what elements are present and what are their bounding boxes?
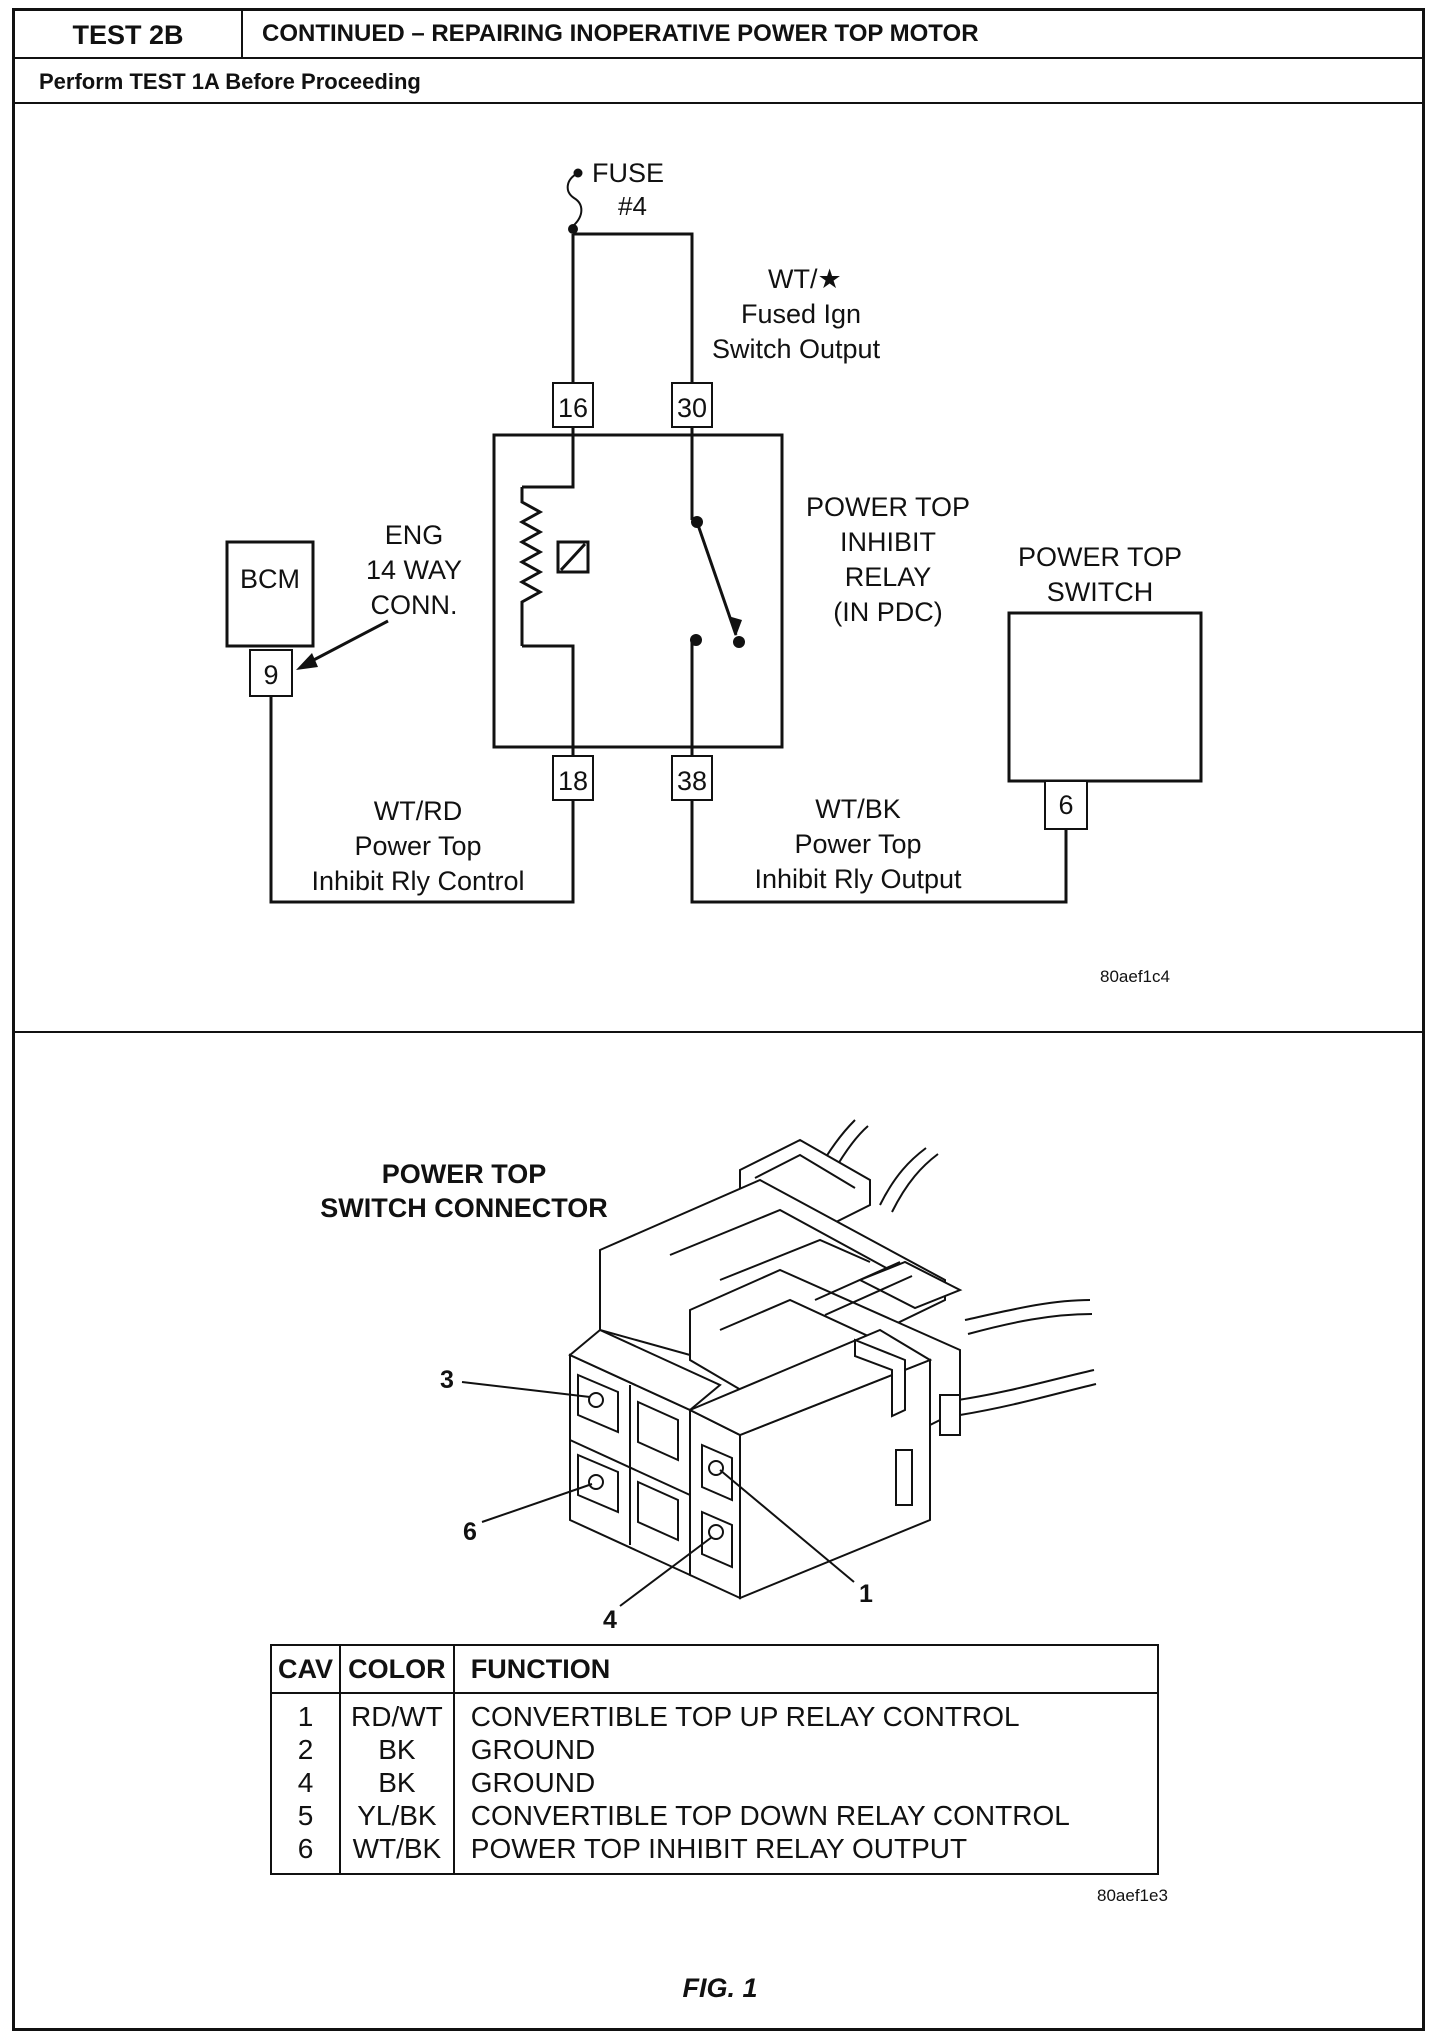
wire-wt-bk — [690, 800, 1068, 904]
pin-18-box — [552, 755, 594, 801]
wire-top-line2: Fused Ign — [741, 299, 861, 329]
callout-4-leader — [619, 1536, 713, 1607]
callout-6-leader — [481, 1483, 593, 1523]
conn-arrow — [305, 619, 389, 666]
cell-cav: 5 — [297, 1800, 314, 1831]
header-color: COLOR — [339, 1645, 454, 1694]
relay-label-4: (IN PDC) — [833, 597, 943, 627]
wire-left-line3: Inhibit Rly Control — [311, 866, 524, 896]
relay-box — [492, 433, 784, 749]
cell-cav: 4 — [297, 1767, 314, 1798]
callout-3-leader — [461, 1381, 591, 1398]
connector-illustration — [568, 1119, 1097, 1600]
wire-left-line2: Power Top — [354, 831, 481, 861]
wire-right-line2: Power Top — [794, 829, 921, 859]
subheader: Perform TEST 1A Before Proceeding — [15, 59, 1422, 104]
cell-function: CONVERTIBLE TOP DOWN RELAY CONTROL — [452, 1799, 1158, 1832]
cell-color: WT/BK — [339, 1832, 454, 1874]
callout-1-leader — [719, 1469, 855, 1583]
connector-title-2: SWITCH CONNECTOR — [320, 1193, 608, 1223]
relay-label-3: RELAY — [845, 562, 932, 592]
wire-top-color: WT/★ — [768, 264, 842, 294]
relay-label-2: INHIBIT — [840, 527, 936, 557]
header-cav: CAV — [271, 1645, 341, 1694]
switch-pin-label: 6 — [1058, 790, 1073, 820]
table-row: 6 WT/BK POWER TOP INHIBIT RELAY OUTPUT — [271, 1832, 1158, 1874]
test-label: TEST 2B — [15, 11, 243, 57]
bcm-pin-label: 9 — [263, 660, 278, 690]
cell-function: GROUND — [452, 1733, 1158, 1766]
conn-label-3: CONN. — [371, 590, 458, 620]
wire-left-color: WT/RD — [374, 796, 462, 826]
callout-4: 4 — [603, 1606, 617, 1634]
table-row: 5 YL/BK CONVERTIBLE TOP DOWN RELAY CONTR… — [271, 1799, 1158, 1832]
header-title: CONTINUED – REPAIRING INOPERATIVE POWER … — [262, 20, 979, 47]
figure-caption: FIG. 1 — [682, 1973, 758, 2003]
pin-16-box — [552, 382, 594, 428]
callout-3: 3 — [440, 1366, 454, 1394]
table-row: 2 BK GROUND — [271, 1733, 1158, 1766]
wire-fuse-to-30 — [573, 232, 694, 383]
bcm-pin-box — [249, 649, 293, 697]
wire-right-color: WT/BK — [815, 794, 901, 824]
power-top-switch-box — [1007, 611, 1203, 783]
subheader-text: Perform TEST 1A Before Proceeding — [39, 69, 421, 94]
relay-switch-contacts — [690, 435, 745, 747]
callout-1: 1 — [859, 1580, 873, 1608]
cell-color: RD/WT — [339, 1693, 454, 1733]
pin-16-label: 16 — [558, 393, 588, 423]
header-function: FUNCTION — [452, 1645, 1158, 1694]
cell-cav: 2 — [297, 1734, 314, 1765]
cell-color: BK — [339, 1733, 454, 1766]
cell-function: POWER TOP INHIBIT RELAY OUTPUT — [452, 1832, 1158, 1874]
pin-30-label: 30 — [677, 393, 707, 423]
callout-6: 6 — [463, 1518, 477, 1546]
pinout-table: CAV COLOR FUNCTION 1 RD/WT CONVERTIBLE T… — [270, 1644, 1159, 1875]
wire-wt-rd — [269, 696, 575, 904]
cell-color: YL/BK — [339, 1799, 454, 1832]
section-divider — [15, 1031, 1422, 1033]
pin-18-label: 18 — [558, 766, 588, 796]
relay-coil — [518, 435, 590, 747]
fuse-label: FUSE — [592, 158, 664, 188]
bcm-box — [225, 540, 315, 648]
switch-label-1: POWER TOP — [1018, 542, 1182, 572]
wire-top-line3: Switch Output — [712, 334, 881, 364]
switch-pin-box — [1044, 780, 1088, 830]
cell-function: CONVERTIBLE TOP UP RELAY CONTROL — [452, 1693, 1158, 1733]
fuse-number: #4 — [618, 191, 647, 221]
connector-title-1: POWER TOP — [382, 1159, 547, 1189]
relay-label-1: POWER TOP — [806, 492, 970, 522]
conn-label-2: 14 WAY — [366, 555, 462, 585]
image-code-1: 80aef1c4 — [1100, 967, 1170, 986]
cell-cav: 6 — [297, 1833, 314, 1864]
page-frame: TEST 2B CONTINUED – REPAIRING INOPERATIV… — [12, 8, 1425, 2031]
cell-cav: 1 — [297, 1701, 314, 1732]
wire-right-line3: Inhibit Rly Output — [754, 864, 962, 894]
header: TEST 2B CONTINUED – REPAIRING INOPERATIV… — [15, 11, 1422, 59]
cell-function: GROUND — [452, 1766, 1158, 1799]
fuse-symbol — [566, 168, 583, 234]
table-row: 4 BK GROUND — [271, 1766, 1158, 1799]
conn-label-1: ENG — [385, 520, 444, 550]
bcm-label: BCM — [240, 564, 300, 594]
table-row: 1 RD/WT CONVERTIBLE TOP UP RELAY CONTROL — [271, 1693, 1158, 1733]
pin-38-label: 38 — [677, 766, 707, 796]
table-header-row: CAV COLOR FUNCTION — [271, 1645, 1158, 1694]
switch-label-2: SWITCH — [1047, 577, 1153, 607]
image-code-2: 80aef1e3 — [1097, 1886, 1168, 1905]
cell-color: BK — [339, 1766, 454, 1799]
